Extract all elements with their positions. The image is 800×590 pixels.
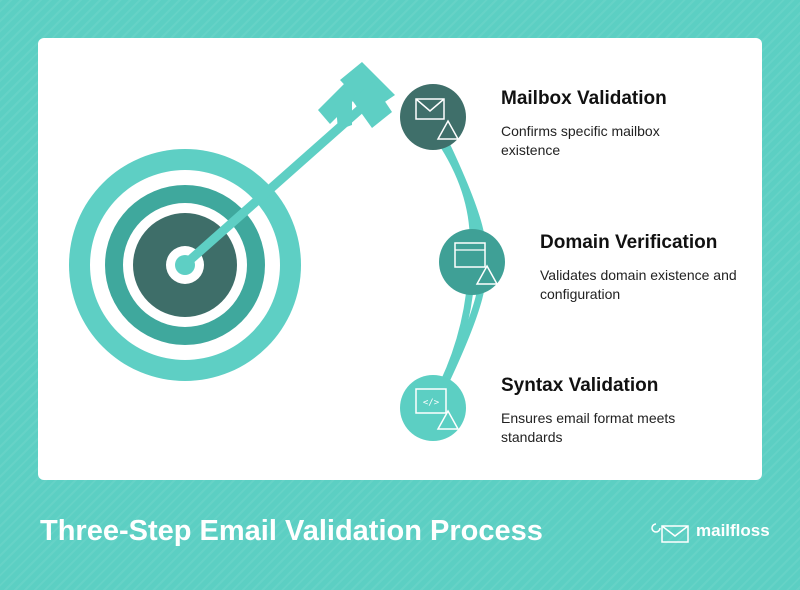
- browser-warning-icon: [439, 229, 505, 295]
- step-description: Ensures email format meets standards: [501, 410, 676, 445]
- step-domain-verification: Domain Verification Validates domain exi…: [540, 232, 740, 304]
- arrow-icon: [187, 62, 395, 264]
- target-icon: [69, 149, 301, 381]
- step-description: Validates domain existence and configura…: [540, 267, 737, 302]
- step-mailbox-validation: Mailbox Validation Confirms specific mai…: [501, 88, 701, 160]
- step-description: Confirms specific mailbox existence: [501, 123, 660, 158]
- step-syntax-validation: Syntax Validation Ensures email format m…: [501, 375, 701, 447]
- brand-name: mailfloss: [696, 521, 770, 540]
- step-title: Domain Verification: [540, 232, 718, 253]
- code-warning-icon: </>: [400, 375, 466, 441]
- svg-text:</>: </>: [423, 398, 440, 408]
- step-title: Syntax Validation: [501, 375, 659, 396]
- brand-logo: mailfloss: [648, 518, 770, 544]
- mailbox-warning-icon: [400, 84, 466, 150]
- infographic-title: Three-Step Email Validation Process: [40, 515, 543, 547]
- envelope-logo-icon: [651, 523, 689, 543]
- step-title: Mailbox Validation: [501, 88, 667, 109]
